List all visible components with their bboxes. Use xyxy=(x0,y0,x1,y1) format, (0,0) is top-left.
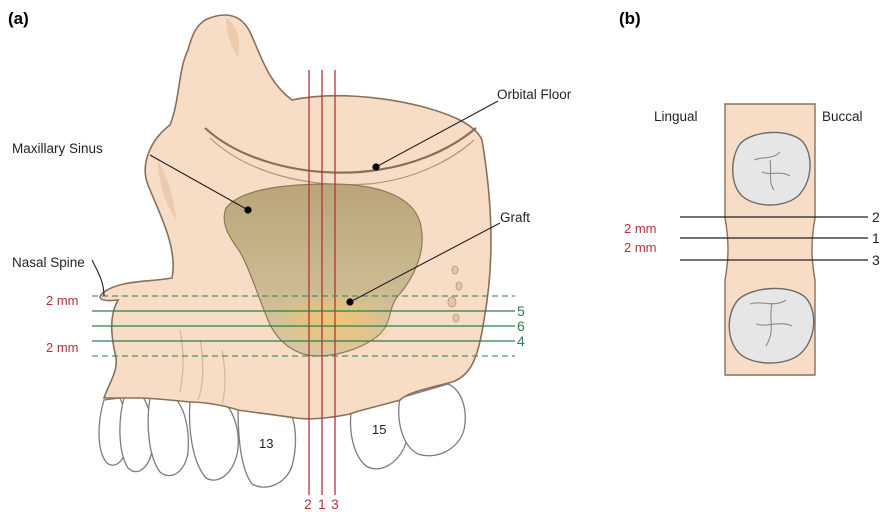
cross-line-label-2: 2 xyxy=(872,209,880,225)
cross-section-upper-tooth xyxy=(733,132,810,205)
foramen-4 xyxy=(453,314,459,322)
foramen-1 xyxy=(452,266,458,274)
foramen-3 xyxy=(448,297,456,307)
nasal-spine-leader xyxy=(92,260,104,296)
orbital-floor-label: Orbital Floor xyxy=(497,87,572,102)
tooth-3 xyxy=(148,396,188,476)
nasal-spine-label: Nasal Spine xyxy=(12,255,85,270)
cross-line-label-1: 1 xyxy=(872,230,880,246)
vertical-line-label-1: 1 xyxy=(318,496,326,512)
maxilla-illustration xyxy=(99,15,491,487)
tooth-label-13: 13 xyxy=(259,436,273,451)
cross-margin-label-2: 2 mm xyxy=(624,240,657,255)
graft-label: Graft xyxy=(500,210,530,225)
cross-section xyxy=(725,104,815,375)
cross-margin-label-1: 2 mm xyxy=(624,221,657,236)
vertical-line-label-3: 3 xyxy=(331,496,339,512)
tooth-4 xyxy=(190,400,239,480)
panel-a-label: (a) xyxy=(8,9,29,28)
margin-top-label: 2 mm xyxy=(46,293,79,308)
panel-b-label: (b) xyxy=(619,9,641,28)
maxillary-sinus-label: Maxillary Sinus xyxy=(12,141,103,156)
cross-line-label-3: 3 xyxy=(872,252,880,268)
maxillary-sinus-dot xyxy=(244,206,251,213)
buccal-label: Buccal xyxy=(822,109,863,124)
tooth-label-15: 15 xyxy=(372,422,386,437)
tooth-2 xyxy=(120,396,153,472)
horizontal-line-label-5: 5 xyxy=(517,303,525,319)
margin-bottom-label: 2 mm xyxy=(46,340,79,355)
orbital-floor-dot xyxy=(372,163,379,170)
foramen-2 xyxy=(456,282,462,290)
vertical-line-label-2: 2 xyxy=(304,496,312,512)
graft-dot xyxy=(346,298,353,305)
lingual-label: Lingual xyxy=(654,109,698,124)
horizontal-line-label-6: 6 xyxy=(517,318,525,334)
horizontal-line-label-4: 4 xyxy=(517,333,525,349)
